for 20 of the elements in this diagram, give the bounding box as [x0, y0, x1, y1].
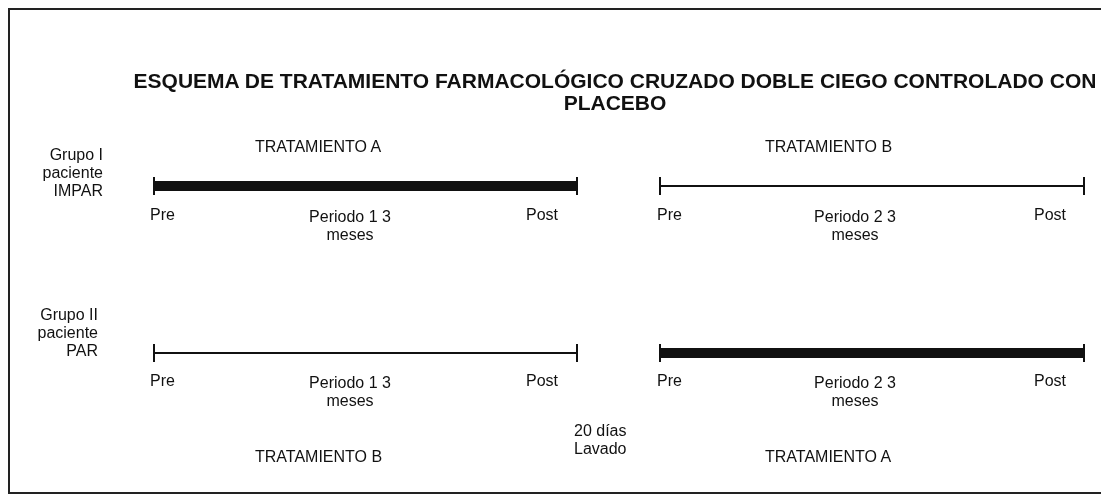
time-point-label: Pre — [657, 372, 683, 390]
treatment-label: TRATAMIENTO B — [765, 138, 894, 156]
time-point-label: Pre — [150, 372, 176, 390]
time-point-label: Post — [1034, 206, 1067, 224]
period-label: Periodo 2 3 meses — [813, 208, 897, 244]
period-label: Periodo 1 3 meses — [308, 374, 392, 410]
treatment-label: TRATAMIENTO A — [765, 448, 893, 466]
group-label: Grupo II paciente PAR — [36, 306, 98, 360]
treatment-label: TRATAMIENTO A — [255, 138, 383, 156]
time-point-label: Pre — [657, 206, 683, 224]
period-label: Periodo 2 3 meses — [813, 374, 897, 410]
treatment-label: TRATAMIENTO B — [255, 448, 384, 466]
group-label: Grupo I paciente IMPAR — [41, 146, 103, 200]
time-point-label: Post — [526, 206, 559, 224]
time-point-label: Post — [526, 372, 559, 390]
time-point-label: Pre — [150, 206, 176, 224]
washout-label: 20 días Lavado — [574, 422, 628, 458]
diagram-title: ESQUEMA DE TRATAMIENTO FARMACOLÓGICO CRUZADO DOBLE CIEGO CONTROLADO CON PLACEBO — [132, 70, 1098, 114]
time-point-label: Post — [1034, 372, 1067, 390]
period-label: Periodo 1 3 meses — [308, 208, 392, 244]
